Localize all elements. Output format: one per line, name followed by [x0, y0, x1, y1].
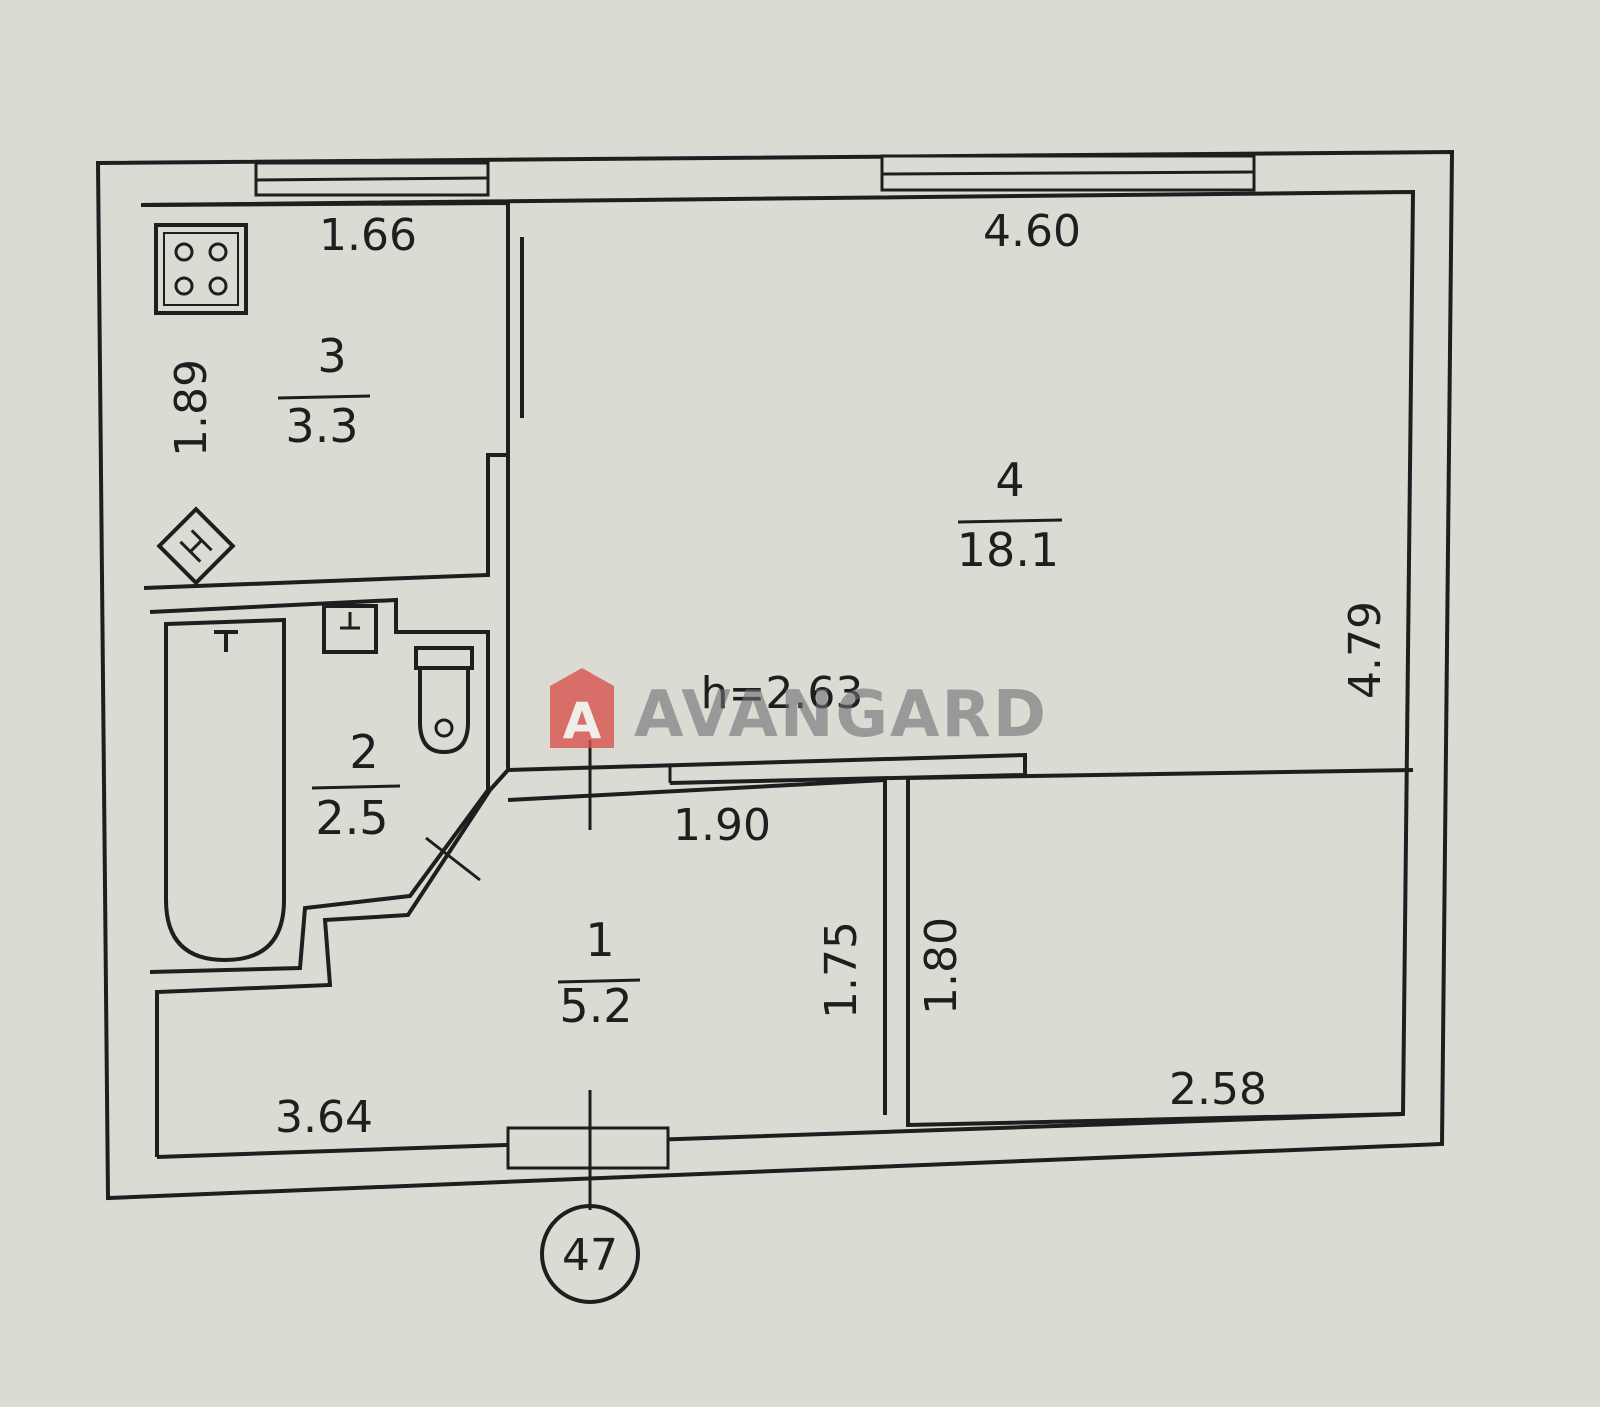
room-4-label: 4 18.1	[957, 453, 1063, 577]
entrance-marker-circle	[540, 1204, 640, 1304]
room-3-fraction-line	[277, 394, 371, 400]
interior-walls	[140, 200, 1414, 1210]
alcove-wall	[906, 778, 1404, 1128]
hall-top-wall	[507, 777, 887, 1115]
room-4-fraction-line	[957, 518, 1063, 524]
ceiling-height: h=2.63	[701, 668, 864, 719]
dim-hall-length-bottom: 3.64	[275, 1092, 373, 1143]
living-divider-wall	[506, 455, 1027, 785]
room-3-number: 3	[317, 329, 346, 383]
dim-hall-width: 1.90	[673, 800, 771, 851]
watermark-logo-letter: A	[563, 692, 602, 750]
kitchen-wall	[140, 200, 510, 590]
room-1-area: 5.2	[559, 979, 632, 1033]
bathroom-wall	[149, 597, 490, 974]
room-1-label: 1 5.2	[557, 913, 641, 1033]
windows	[254, 154, 1256, 1170]
kitchen-window-pane	[255, 176, 489, 182]
dim-kitchen-width: 1.66	[319, 210, 417, 261]
room-2-number: 2	[349, 725, 378, 779]
room-3-label: 3 3.3	[277, 329, 371, 453]
entrance-marker-number: 47	[562, 1230, 618, 1281]
dim-living-width-bottom: 2.58	[1169, 1064, 1267, 1115]
room-2-fraction-line	[311, 784, 401, 790]
watermark-logo: A AVANGARD	[550, 668, 1048, 752]
entrance-door-opening	[506, 1126, 670, 1170]
living-window-pane	[881, 170, 1255, 176]
toilet-icon	[414, 646, 474, 755]
boiler-icon	[156, 506, 236, 586]
entrance-marker: 47	[540, 1204, 640, 1304]
bathtub-icon	[164, 617, 286, 963]
room-4-number: 4	[995, 453, 1024, 507]
room-3-area: 3.3	[285, 399, 358, 453]
watermark-text: AVANGARD	[634, 678, 1048, 752]
room-1-fraction-line	[557, 978, 641, 984]
room-2-label: 2 2.5	[311, 725, 401, 845]
room-2-area: 2.5	[315, 791, 388, 845]
dim-living-width-top: 4.60	[983, 206, 1081, 257]
dim-kitchen-length: 1.89	[166, 359, 217, 457]
bathroom-door-mark	[425, 836, 481, 882]
room-4-area: 18.1	[957, 523, 1059, 577]
dim-living-length: 4.79	[1340, 601, 1391, 699]
watermark-logo-icon	[550, 668, 614, 748]
dim-hall-depth: 1.75	[816, 921, 867, 1019]
room-1-number: 1	[585, 913, 614, 967]
alcove-top-wall	[907, 768, 1414, 780]
dim-living-alcove-depth: 1.80	[916, 917, 967, 1015]
stove-icon	[154, 223, 248, 315]
inner-wall-outline	[140, 189, 1416, 1159]
sink-icon	[322, 604, 378, 654]
hall-left-wall	[155, 768, 510, 1157]
